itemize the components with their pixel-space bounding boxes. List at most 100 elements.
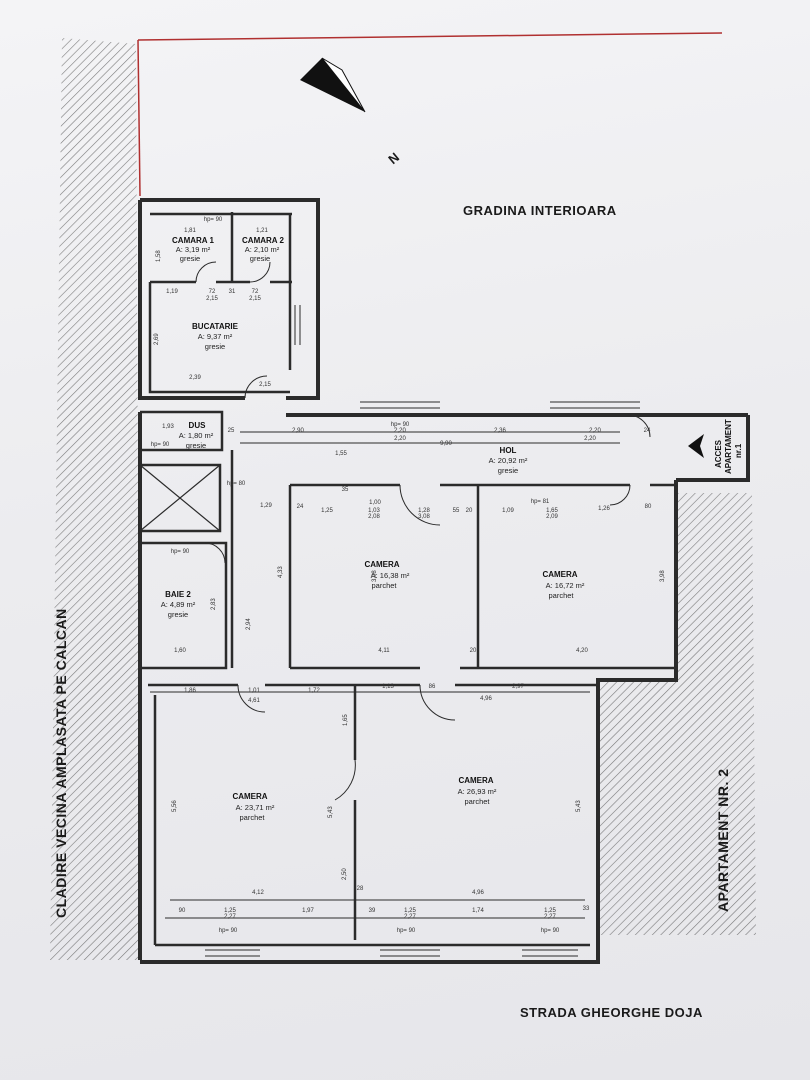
- dim-label: 2,15: [206, 296, 218, 302]
- door-arc-connect: [334, 759, 356, 801]
- dim-label: 2,83: [211, 598, 217, 610]
- camera4-area: A: 26,93 m²: [458, 787, 497, 796]
- access-label-1: ACCES: [714, 439, 723, 468]
- dim-label: 2,20: [394, 436, 406, 442]
- wall-dus: [140, 410, 224, 452]
- north-arrow-icon: [300, 57, 366, 113]
- camara2-area: A: 2,10 m²: [245, 245, 280, 254]
- dim-label: 3,98: [660, 570, 666, 582]
- camera1-name: CAMERA: [364, 560, 399, 569]
- hol-name: HOL: [500, 446, 517, 455]
- dim-label: 1,25: [321, 508, 333, 514]
- access-label-3: nr.1: [734, 443, 743, 458]
- dim-label: 5,43: [576, 800, 582, 812]
- right-apartment-hatch: [598, 493, 756, 935]
- dim-label: 1,55: [335, 451, 347, 457]
- property-line-left: [137, 39, 141, 197]
- door-arc-entrance: [627, 414, 651, 438]
- dim-label: hp= 90: [541, 928, 560, 934]
- dim-label: 4,96: [472, 890, 484, 896]
- dim-label: 39: [369, 908, 376, 914]
- camera3-floor: parchet: [239, 813, 265, 822]
- bucatarie-area: A: 9,37 m²: [198, 332, 233, 341]
- dim-label: hp= 81: [531, 499, 550, 505]
- dim-label: 2,08: [368, 514, 380, 520]
- stair-shaft-icon: [138, 463, 222, 533]
- dim-label: 4,61: [248, 698, 260, 704]
- dim-label: 1,65: [546, 508, 558, 514]
- dim-label: 1,97: [302, 908, 314, 914]
- dim-label: 28: [357, 886, 364, 892]
- dim-label: 4,33: [278, 566, 284, 578]
- dim-label: 1,26: [598, 506, 610, 512]
- camara2-name: CAMARA 2: [242, 236, 284, 245]
- camera3-area: A: 23,71 m²: [236, 803, 275, 812]
- garden-label: GRADINA INTERIOARA: [463, 203, 617, 218]
- wall-kitchen-left: [138, 200, 245, 400]
- bucatarie-name: BUCATARIE: [192, 322, 239, 331]
- dim-label: 1,09: [502, 508, 514, 514]
- property-line: [137, 32, 723, 41]
- dim-label: 2,15: [249, 296, 261, 302]
- camara2-floor: gresie: [250, 254, 270, 263]
- camera4-floor: parchet: [464, 797, 490, 806]
- dim-label: 2,09: [546, 514, 558, 520]
- street-label: STRADA GHEORGHE DOJA: [520, 1005, 703, 1020]
- dim-label: 1,74: [472, 908, 484, 914]
- dim-label: 25: [228, 428, 235, 434]
- dim-label: 1,86: [184, 688, 196, 694]
- dim-label: 72: [209, 289, 216, 295]
- dim-label: 2,94: [246, 618, 252, 630]
- dim-label: 1,72: [308, 688, 320, 694]
- dim-label: 90: [179, 908, 186, 914]
- dim-label: hp= 90: [391, 422, 410, 428]
- dim-label: 5,43: [328, 806, 334, 818]
- dim-label: 33: [583, 906, 590, 912]
- dim-label: 4,11: [378, 648, 390, 654]
- camara1-floor: gresie: [180, 254, 200, 263]
- door-arc-lower-left: [237, 684, 266, 713]
- dim-label: 2,69: [154, 333, 160, 345]
- dim-label: hp= 90: [151, 442, 170, 448]
- dim-label: 1,03: [368, 508, 380, 514]
- dim-label: 24: [644, 428, 651, 434]
- dim-label: 1,21: [256, 228, 268, 234]
- north-label: N: [385, 149, 402, 167]
- dim-label: 4,96: [480, 696, 492, 702]
- dim-label: 2,27: [544, 914, 556, 920]
- wall-kitchen-inner: [148, 282, 290, 394]
- wall-kitchen-block: [140, 198, 320, 400]
- door-arc-camara2: [249, 261, 271, 283]
- dim-label: hp= 90: [219, 928, 238, 934]
- door-arc-lower-right: [419, 684, 456, 721]
- dim-label: 1,01: [248, 688, 260, 694]
- camera4-name: CAMERA: [458, 776, 493, 785]
- dim-label: 80: [645, 504, 652, 510]
- dim-label: 72: [252, 289, 259, 295]
- dim-label: 2,20: [589, 428, 601, 434]
- dus-area: A: 1,80 m²: [179, 431, 214, 440]
- dim-label: 2,15: [259, 382, 271, 388]
- door-arc-kitchen: [244, 375, 268, 399]
- wall-entrance: [676, 415, 750, 482]
- dim-label: 1,25: [544, 908, 556, 914]
- dim-label: 1,19: [166, 289, 178, 295]
- dim-label: 1,25: [404, 908, 416, 914]
- dim-label: 35: [342, 487, 349, 493]
- dim-label: 55: [453, 508, 460, 514]
- dim-label: 1,28: [418, 508, 430, 514]
- dim-label: 2,97: [512, 684, 524, 690]
- dim-label: 1,25: [224, 908, 236, 914]
- door-arc-camera1: [399, 484, 441, 526]
- dim-label: 4,20: [576, 648, 588, 654]
- dim-label: hp= 90: [397, 928, 416, 934]
- dim-label: 31: [229, 289, 236, 295]
- apartment2-label: APARTAMENT NR. 2: [715, 768, 731, 912]
- left-building-label: CLADIRE VECINA AMPLASATA PE CALCAN: [53, 608, 69, 918]
- dim-label: 2,27: [404, 914, 416, 920]
- wall-baie2: [140, 541, 228, 670]
- dim-label: 1,65: [343, 714, 349, 726]
- door-arc-camara: [195, 261, 217, 283]
- access-arrow-icon: [688, 434, 704, 458]
- baie2-area: A: 4,89 m²: [161, 600, 196, 609]
